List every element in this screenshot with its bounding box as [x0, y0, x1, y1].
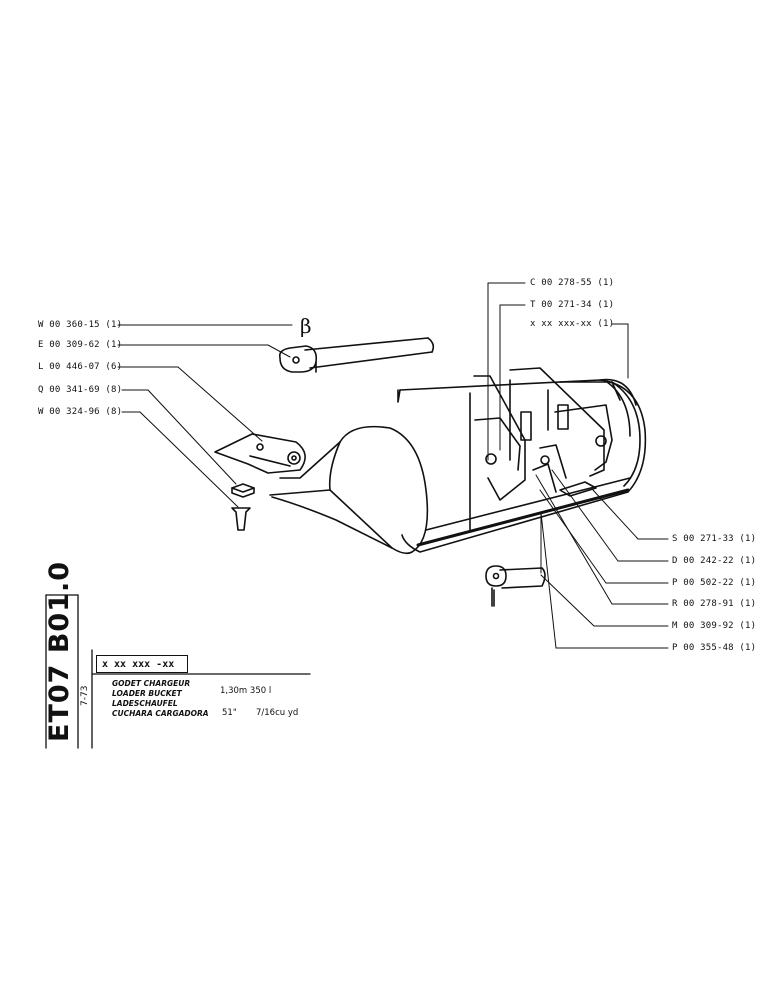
part-label-top-2: T 00 271-34 (1)	[530, 300, 615, 310]
detail-symbol: β	[300, 314, 312, 338]
part-label-right-6: P 00 355-48 (1)	[672, 643, 757, 653]
part-label-left-3: L 00 446-07 (6)	[38, 362, 123, 372]
capacity-imperial: 7/16cu yd	[256, 708, 299, 718]
bucket-width: 51"	[222, 708, 237, 718]
title-block-lines	[45, 594, 311, 749]
part-label-left-5: W 00 324-96 (8)	[38, 407, 123, 417]
title-code-box: x xx xxx -xx	[96, 655, 188, 673]
part-label-right-1: S 00 271-33 (1)	[672, 534, 757, 544]
part-label-left-1: W 00 360-15 (1)	[38, 320, 123, 330]
part-label-right-4: R 00 278-91 (1)	[672, 599, 757, 609]
part-label-right-3: P 00 502-22 (1)	[672, 578, 757, 588]
name-french: GODET CHARGEUR	[112, 679, 191, 688]
part-label-left-4: Q 00 341-69 (8)	[38, 385, 123, 395]
leader-lines-top	[487, 282, 629, 461]
part-label-right-2: D 00 242-22 (1)	[672, 556, 757, 566]
capacity-metric: 1,30m 350 l	[220, 686, 272, 696]
name-spanish: CUCHARA CARGADORA	[112, 709, 209, 718]
leader-lines-left	[117, 324, 293, 508]
name-german: LADESCHAUFEL	[112, 699, 178, 708]
name-english: LOADER BUCKET	[112, 689, 182, 698]
upper-pin	[278, 337, 435, 373]
part-label-left-2: E 00 309-62 (1)	[38, 340, 123, 350]
part-label-top-1: C 00 278-55 (1)	[530, 278, 615, 288]
sheet-code: ET07 B01.0	[44, 560, 75, 742]
part-label-top-3: x xx xxx-xx (1)	[530, 319, 615, 329]
loader-bucket	[269, 367, 647, 555]
sheet-date: 7-73	[80, 685, 90, 706]
cutting-edge-segment	[214, 433, 306, 474]
nut-and-bolt	[231, 483, 255, 531]
lower-pin	[485, 565, 546, 607]
part-label-right-5: M 00 309-92 (1)	[672, 621, 757, 631]
